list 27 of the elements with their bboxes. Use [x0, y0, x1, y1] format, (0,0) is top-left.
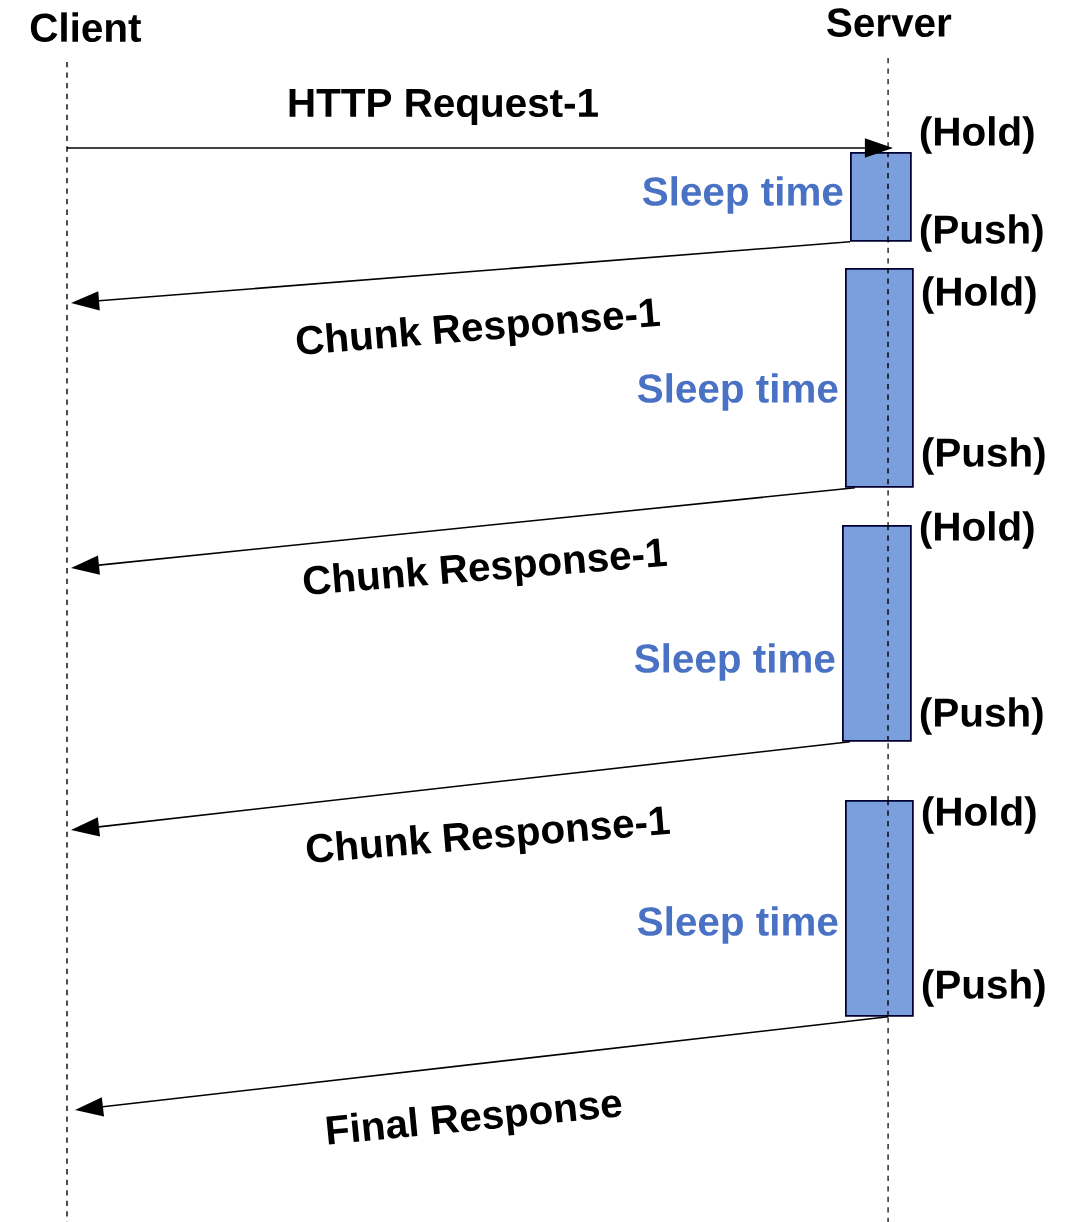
state-label: (Push) — [920, 697, 1043, 735]
arrow — [66, 138, 893, 158]
sleep-time-label: Sleep time — [634, 643, 835, 681]
message-label: Chunk Response-1 — [306, 806, 671, 863]
activation-bar — [850, 151, 912, 243]
participant-lifeline: Client — [30, 12, 141, 1222]
message-label: Chunk Response-1 — [296, 298, 661, 355]
arrow — [71, 741, 851, 837]
arrow — [71, 240, 851, 311]
activation-bar — [842, 524, 912, 743]
arrow — [75, 1016, 889, 1117]
message-label: HTTP Request-1 — [289, 88, 598, 126]
state-label: (Hold) — [922, 796, 1036, 834]
message-label: Chunk Response-1 — [303, 538, 668, 595]
state-label: (Hold) — [920, 511, 1034, 549]
state-label: (Push) — [922, 969, 1045, 1007]
activation-bar — [845, 799, 914, 1018]
sleep-time-label: Sleep time — [637, 906, 838, 944]
message-label: Final Response — [326, 1095, 622, 1145]
sleep-time-label: Sleep time — [642, 176, 843, 214]
state-label: (Hold) — [922, 276, 1036, 314]
arrow — [71, 486, 856, 575]
sleep-time-label: Sleep time — [637, 373, 838, 411]
state-label: (Hold) — [920, 116, 1034, 154]
activation-bar — [845, 267, 914, 489]
state-label: (Push) — [920, 214, 1043, 252]
state-label: (Push) — [922, 437, 1045, 475]
